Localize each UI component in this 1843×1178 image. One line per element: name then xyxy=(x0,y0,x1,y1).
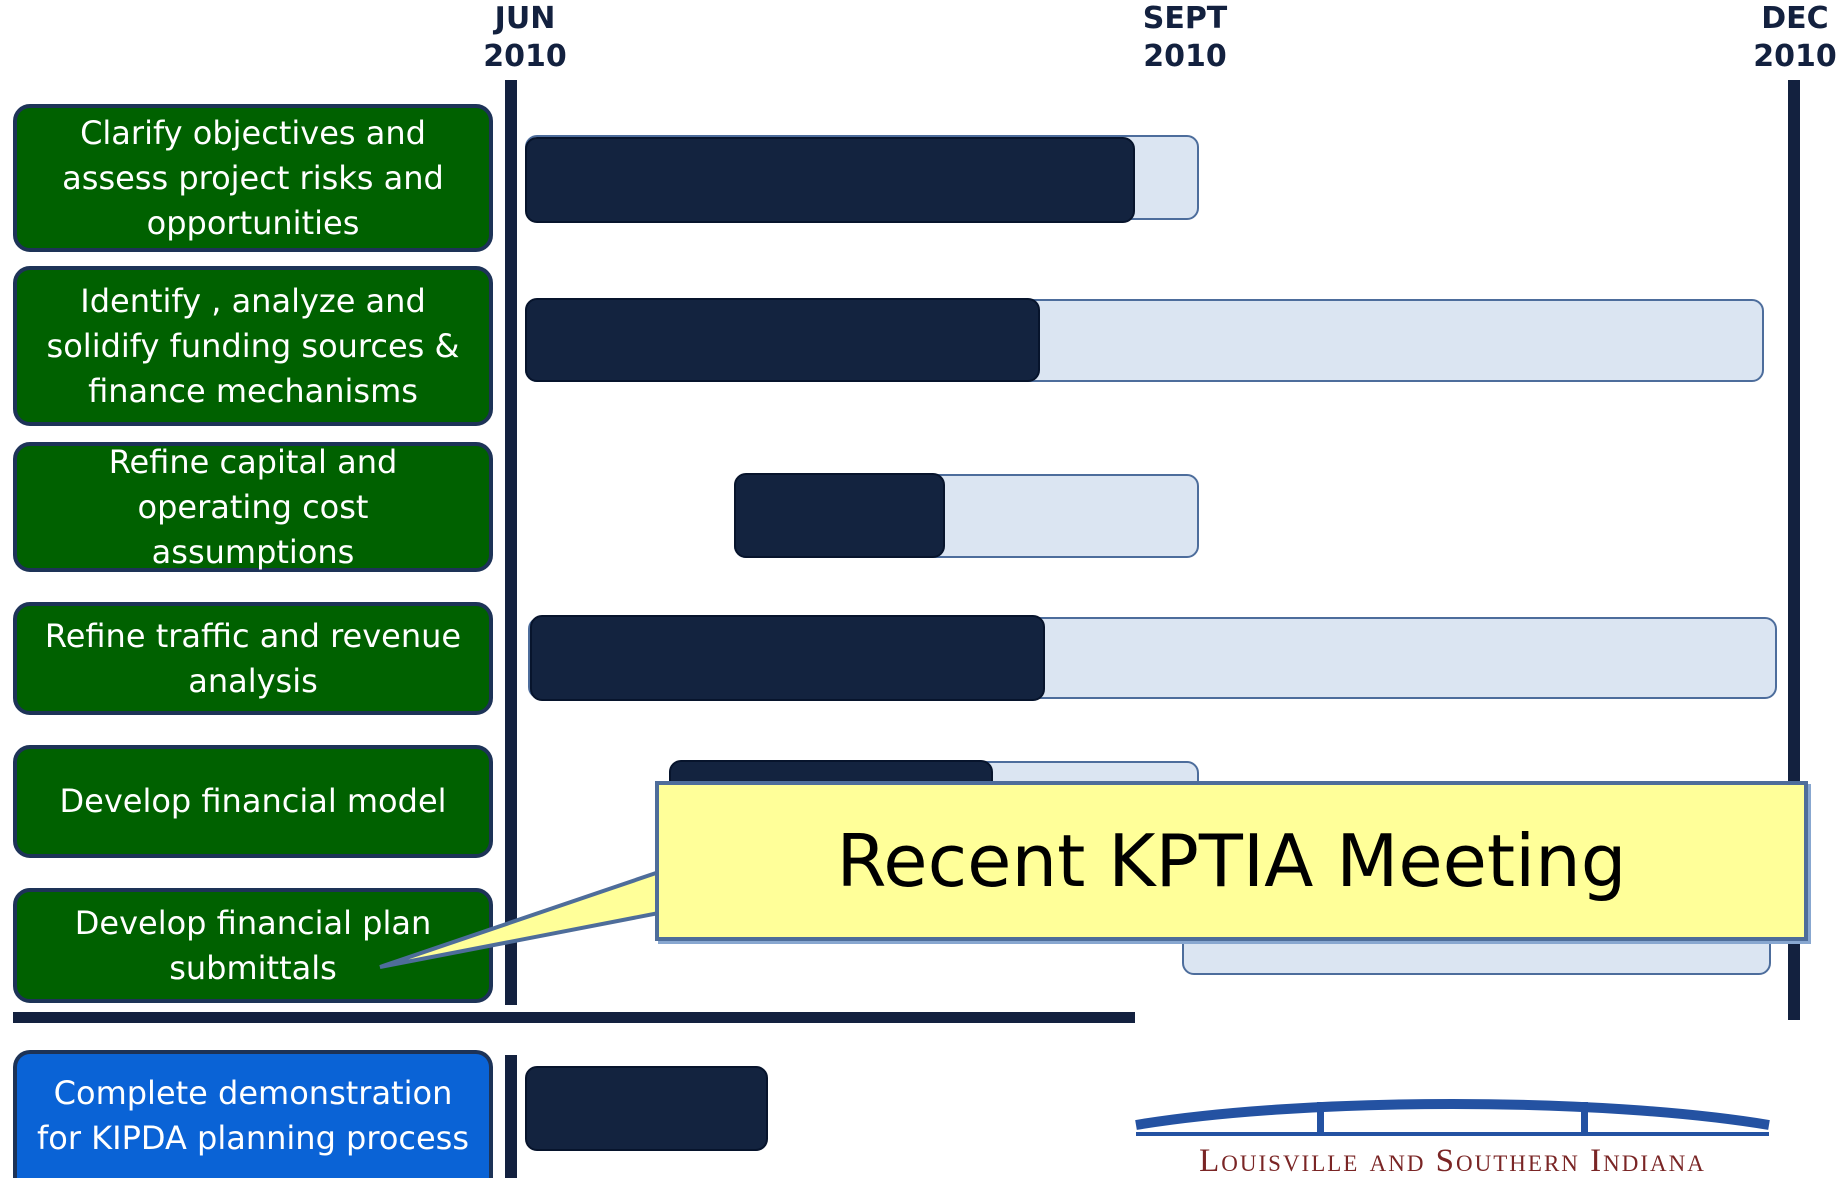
task-financial-model: Develop financial model xyxy=(13,745,493,858)
task-label: Develop financial plan submittals xyxy=(74,903,432,987)
progress-bar-funding-sources xyxy=(525,298,1040,382)
progress-bar-clarify-objectives xyxy=(525,137,1135,223)
task-clarify-objectives: Clarify objectives and assess project ri… xyxy=(13,104,493,252)
task-cost-assumptions: Refine capital and operating cost assump… xyxy=(13,442,493,572)
louisville-southern-indiana-logo: Louisville and Southern Indiana xyxy=(1135,1078,1770,1178)
progress-bar-traffic-revenue xyxy=(530,615,1045,701)
task-traffic-revenue: Refine traffic and revenue analysis xyxy=(13,602,493,715)
timeline-start-line xyxy=(505,80,517,1005)
milestone-year: 2010 xyxy=(483,39,567,74)
task-financial-plan-submittals: Develop financial plan submittals xyxy=(13,888,493,1003)
task-kipda-demonstration: Complete demonstration for KIPDA plannin… xyxy=(13,1050,493,1178)
task-label: Develop financial model xyxy=(59,782,447,820)
progress-bar-kipda-demonstration xyxy=(525,1066,768,1151)
milestone-month: SEPT xyxy=(1142,1,1228,36)
logo-text: Louisville and Southern Indiana xyxy=(1199,1143,1706,1178)
milestone-month: JUN xyxy=(494,1,556,36)
task-label: Refine traffic and revenue analysis xyxy=(44,616,462,700)
progress-bar-cost-assumptions xyxy=(734,473,945,558)
milestone-sept-2010: SEPT 2010 xyxy=(1130,0,1240,76)
timeline-lower-start-line xyxy=(505,1055,517,1178)
milestone-year: 2010 xyxy=(1143,39,1227,74)
task-label: Refine capital and operating cost assump… xyxy=(108,442,398,571)
recent-meeting-callout: Recent KPTIA Meeting xyxy=(655,781,1808,941)
task-funding-sources: Identify , analyze and solidify funding … xyxy=(13,266,493,426)
section-divider xyxy=(13,1012,1135,1023)
milestone-month: DEC xyxy=(1761,1,1829,36)
milestone-dec-2010: DEC 2010 xyxy=(1747,0,1843,76)
bridge-logo-icon xyxy=(1135,1099,1770,1136)
milestone-jun-2010: JUN 2010 xyxy=(470,0,580,76)
task-label: Complete demonstration for KIPDA plannin… xyxy=(36,1074,470,1157)
callout-text: Recent KPTIA Meeting xyxy=(836,819,1627,903)
task-label: Clarify objectives and assess project ri… xyxy=(62,113,444,242)
milestone-year: 2010 xyxy=(1753,39,1837,74)
task-label: Identify , analyze and solidify funding … xyxy=(46,281,460,410)
